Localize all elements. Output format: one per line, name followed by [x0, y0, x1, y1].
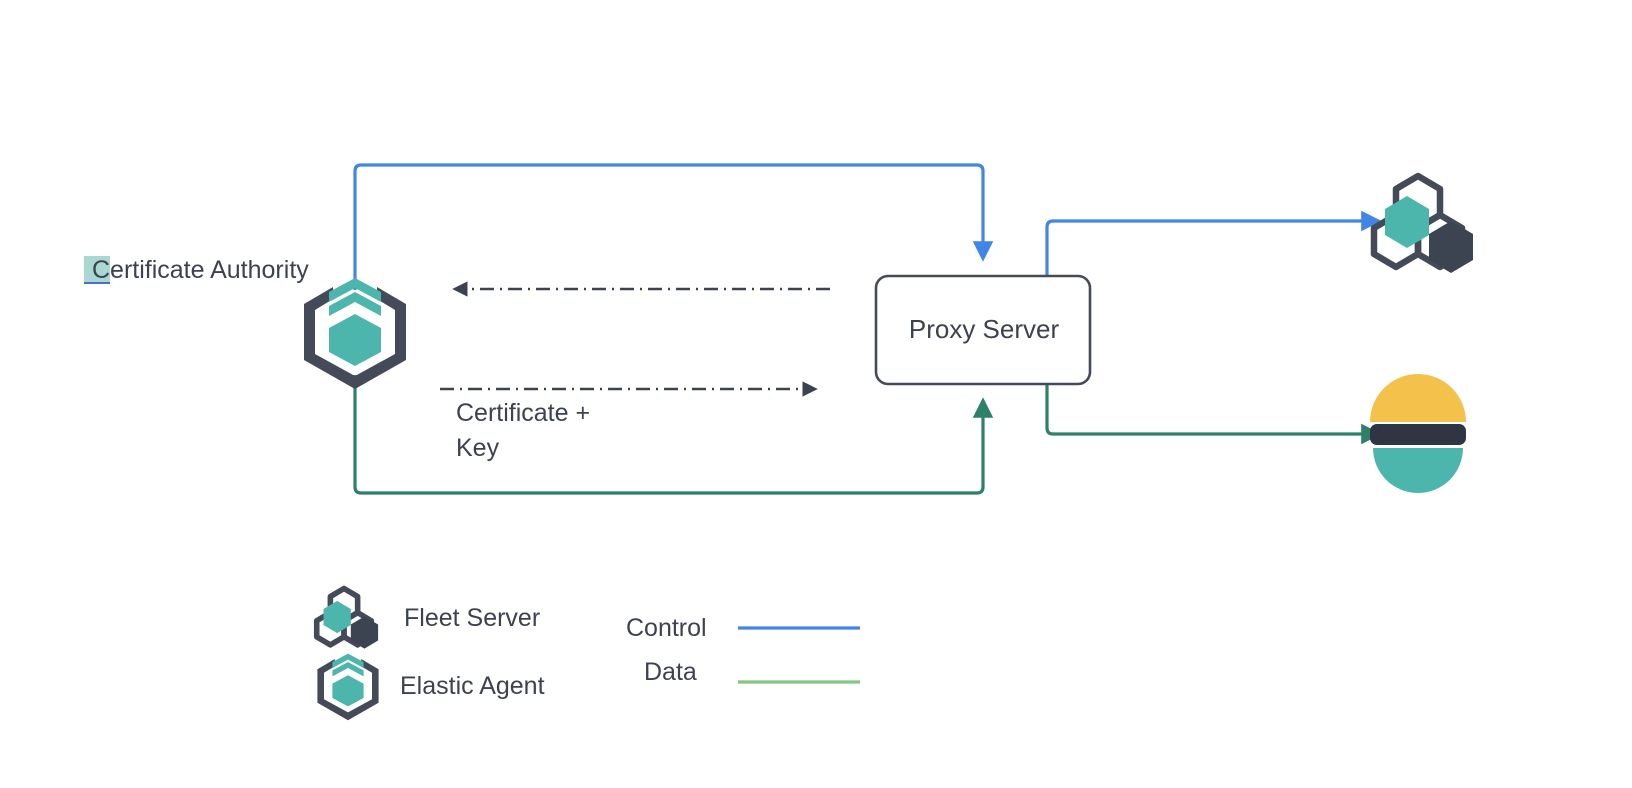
certificate-key-edge-label: Certificate + Key [456, 396, 590, 466]
fleet-server-node[interactable] [1370, 172, 1473, 273]
elasticsearch-icon [1370, 374, 1466, 493]
legend-line-label-data: Data [644, 658, 697, 686]
proxy-server-label: Proxy Server [908, 314, 1060, 344]
elasticsearch-node[interactable] [1370, 374, 1466, 493]
edge-proxy-to-elasticsearch-data [1045, 384, 1382, 445]
edge-agent-to-proxy-data [353, 375, 994, 495]
edge-agent-to-proxy-control [353, 163, 994, 290]
legend-item-label-fleet-server: Fleet Server [404, 604, 541, 632]
certificate-authority-label-underline [84, 282, 110, 284]
fleet-server-icon-teal-hex [1385, 196, 1429, 248]
legend-line-label-control: Control [626, 614, 707, 642]
proxy-server-box[interactable] [874, 274, 1092, 386]
legend-item-label-elastic-agent: Elastic Agent [400, 672, 545, 700]
certificate-authority-label-highlight [84, 256, 110, 284]
fleet-server-icon-dark-hex [1429, 221, 1473, 273]
certificate-authority-label: Certificate Authority [92, 256, 309, 284]
legend-fleet-server-icon [313, 585, 379, 649]
certificate-key-line1: Certificate + [456, 399, 591, 427]
elastic-agent-icon [304, 278, 406, 389]
legend-elastic-agent-icon [317, 653, 379, 721]
certificate-key-line2: Key [456, 434, 500, 462]
certificate-authority-node[interactable] [304, 278, 406, 389]
edge-proxy-to-fleet-control [1045, 210, 1382, 276]
